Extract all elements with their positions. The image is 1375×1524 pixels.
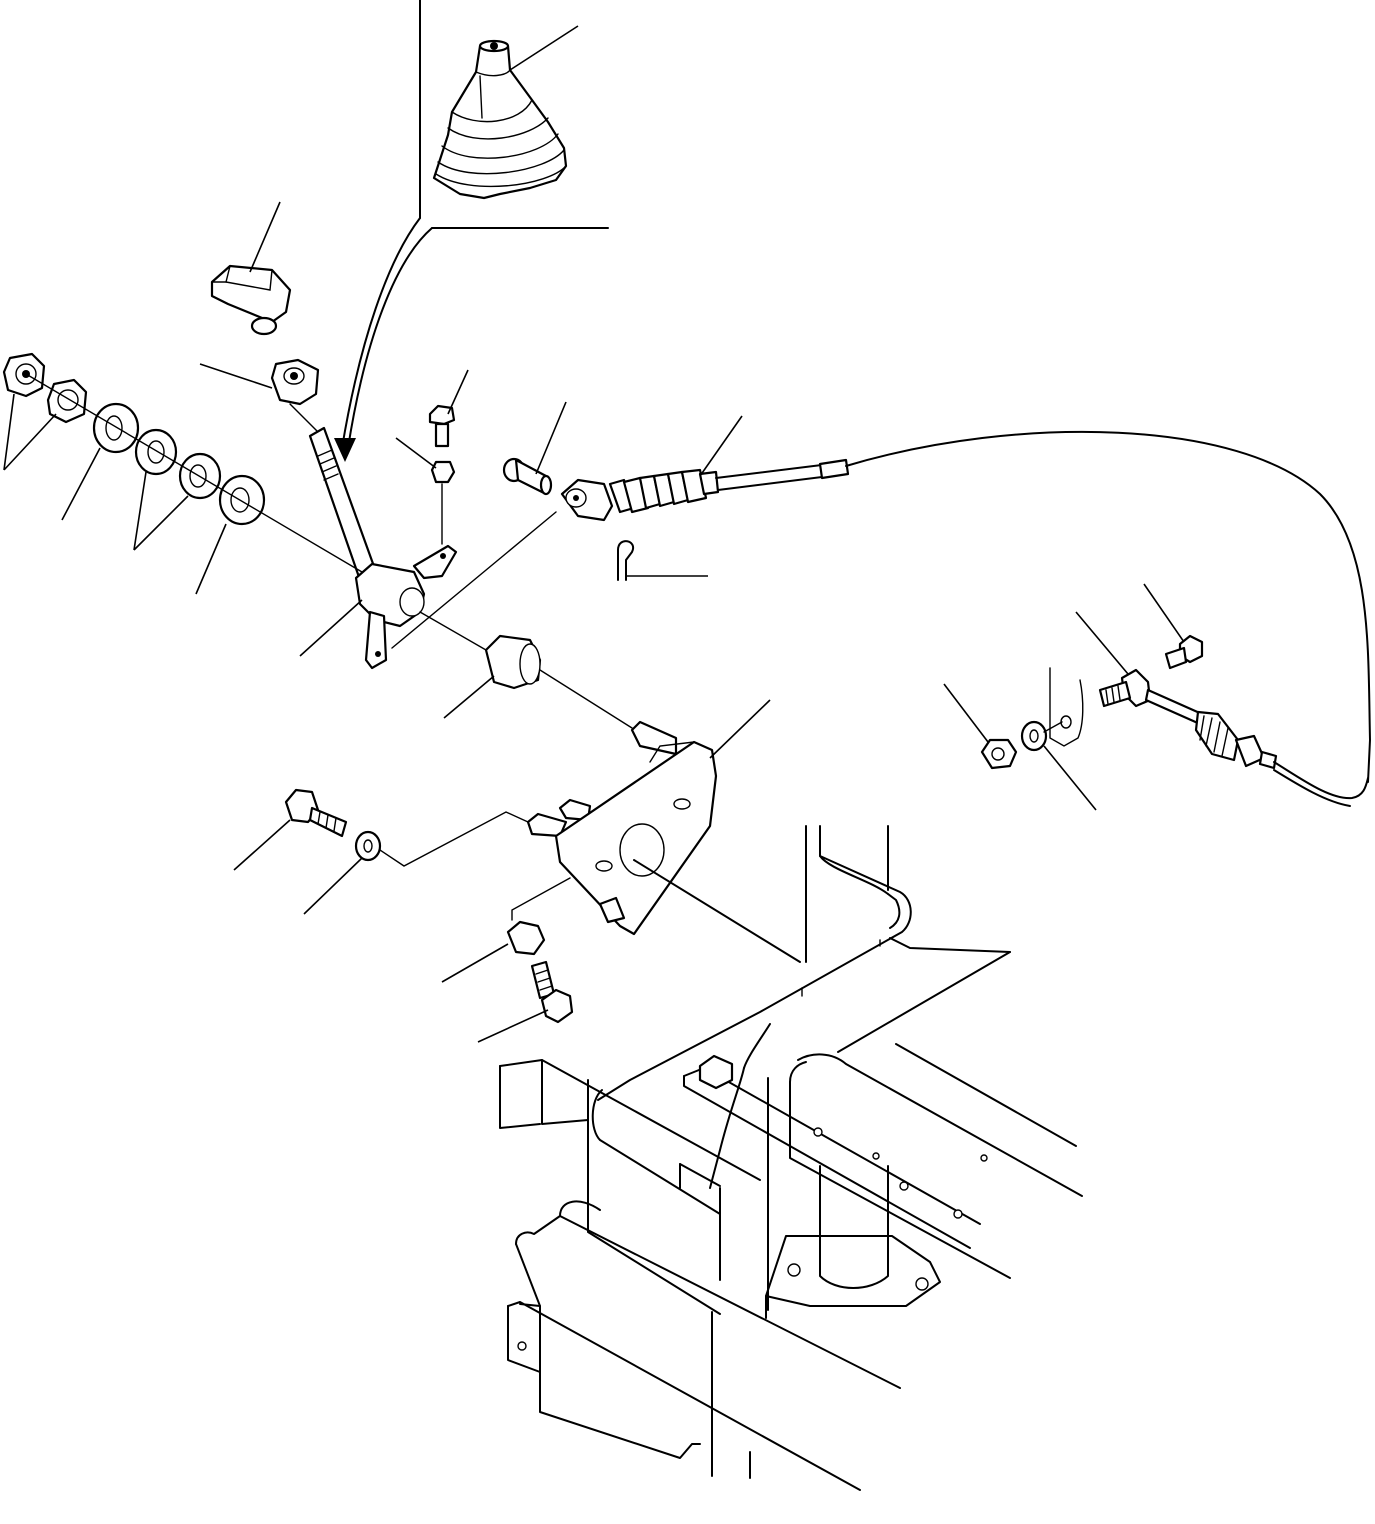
bolt-icon <box>233 788 348 871</box>
bracket-tab <box>1049 667 1084 747</box>
nut-icon <box>395 437 456 545</box>
washer-icon <box>61 402 140 521</box>
control-cable-icon <box>391 415 1371 783</box>
bolt-icon <box>477 960 574 1043</box>
machine-frame-icon <box>499 825 1083 1491</box>
bolt-icon <box>1143 583 1204 670</box>
washer-icon <box>303 811 529 915</box>
nut-icon <box>2 352 46 398</box>
washer-icon <box>1020 720 1097 811</box>
bracket-icon <box>526 699 771 936</box>
boot-icon <box>432 25 579 200</box>
lock-nut-icon <box>199 358 320 406</box>
washer-icon <box>134 428 178 476</box>
washer-icon <box>195 474 266 595</box>
fitting-icon <box>1075 611 1369 807</box>
washers-pair-leader <box>133 471 189 551</box>
detail-callout <box>334 0 609 462</box>
pin-icon <box>502 401 567 496</box>
nut-icon <box>943 683 1018 770</box>
nuts-pair-leader <box>3 393 57 471</box>
bolt-icon <box>428 369 469 448</box>
shift-lever-icon <box>289 403 458 670</box>
lever-knob-icon <box>210 201 292 336</box>
nut-icon <box>46 378 88 424</box>
cotter-pin-icon <box>617 540 708 581</box>
spacer-icon <box>441 877 571 983</box>
assembly-axis-line <box>25 373 363 573</box>
bushing-icon <box>419 611 633 729</box>
